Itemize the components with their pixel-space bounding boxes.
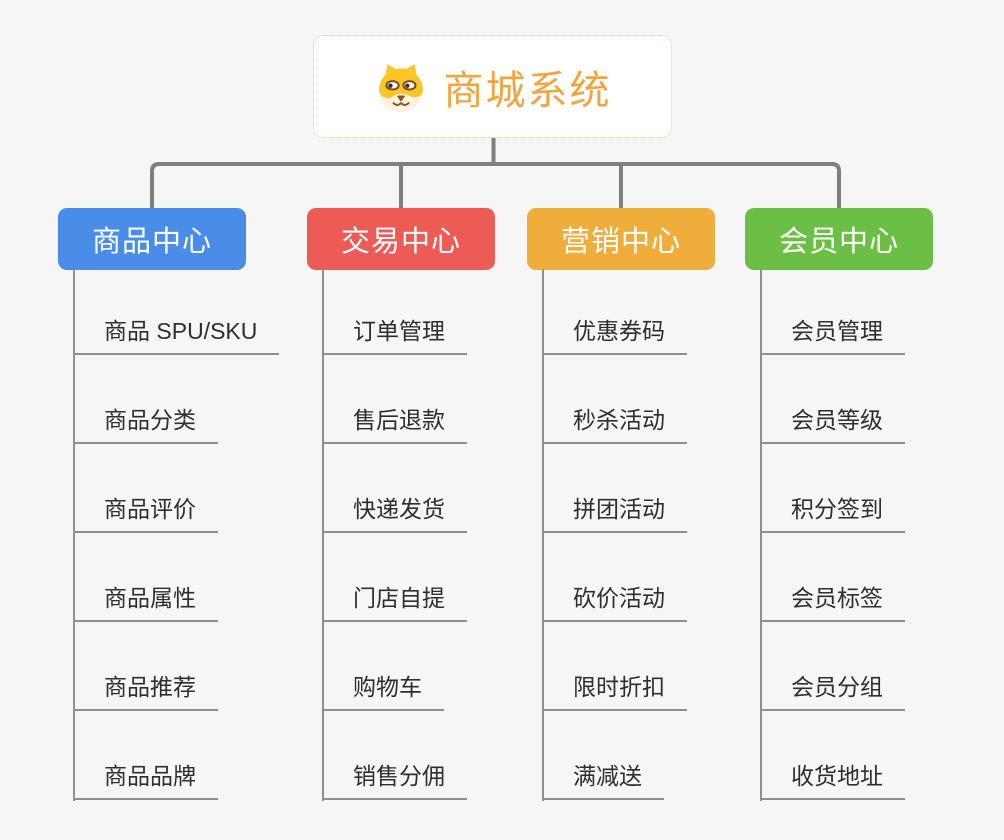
child-item[interactable]: 商品 SPU/SKU xyxy=(73,318,280,355)
child-item[interactable]: 会员分组 xyxy=(760,674,905,711)
child-item[interactable]: 商品分类 xyxy=(73,407,218,444)
branch-spine xyxy=(760,269,762,801)
child-item[interactable]: 限时折扣 xyxy=(542,674,687,711)
branch-spine xyxy=(73,269,75,801)
child-item[interactable]: 商品属性 xyxy=(73,585,218,622)
child-item[interactable]: 秒杀活动 xyxy=(542,407,687,444)
child-item[interactable]: 积分签到 xyxy=(760,496,905,533)
shiba-dog-icon xyxy=(378,63,423,112)
branch-column-trade: 交易中心 订单管理 售后退款 快递发货 门店自提 购物车 销售分佣 xyxy=(307,208,567,801)
child-item[interactable]: 商品评价 xyxy=(73,496,218,533)
child-item[interactable]: 满减送 xyxy=(542,763,664,800)
child-item[interactable]: 砍价活动 xyxy=(542,585,687,622)
branch-box-product[interactable]: 商品中心 xyxy=(58,208,246,270)
child-item[interactable]: 购物车 xyxy=(322,674,444,711)
child-item[interactable]: 销售分佣 xyxy=(322,763,467,800)
branch-box-marketing[interactable]: 营销中心 xyxy=(527,208,715,270)
child-item[interactable]: 会员标签 xyxy=(760,585,905,622)
branch-box-trade[interactable]: 交易中心 xyxy=(307,208,495,270)
root-node[interactable]: 商城系统 xyxy=(313,35,672,138)
root-title: 商城系统 xyxy=(443,68,612,113)
branch-column-product: 商品中心 商品 SPU/SKU 商品分类 商品评价 商品属性 商品推荐 商品品牌 xyxy=(58,208,318,801)
branch-spine xyxy=(322,269,324,801)
branch-column-marketing: 营销中心 优惠券码 秒杀活动 拼团活动 砍价活动 限时折扣 满减送 xyxy=(527,208,787,801)
child-item[interactable]: 拼团活动 xyxy=(542,496,687,533)
branch-column-member: 会员中心 会员管理 会员等级 积分签到 会员标签 会员分组 收货地址 xyxy=(745,208,1004,801)
child-item[interactable]: 会员等级 xyxy=(760,407,905,444)
child-item[interactable]: 门店自提 xyxy=(322,585,467,622)
child-item[interactable]: 会员管理 xyxy=(760,318,905,355)
branch-spine xyxy=(542,269,544,801)
child-item[interactable]: 订单管理 xyxy=(322,318,467,355)
child-item[interactable]: 收货地址 xyxy=(760,763,905,800)
child-item[interactable]: 售后退款 xyxy=(322,407,467,444)
branch-box-member[interactable]: 会员中心 xyxy=(745,208,933,270)
child-item[interactable]: 快递发货 xyxy=(322,496,467,533)
child-item[interactable]: 优惠券码 xyxy=(542,318,687,355)
child-item[interactable]: 商品推荐 xyxy=(73,674,218,711)
child-item[interactable]: 商品品牌 xyxy=(73,763,218,800)
